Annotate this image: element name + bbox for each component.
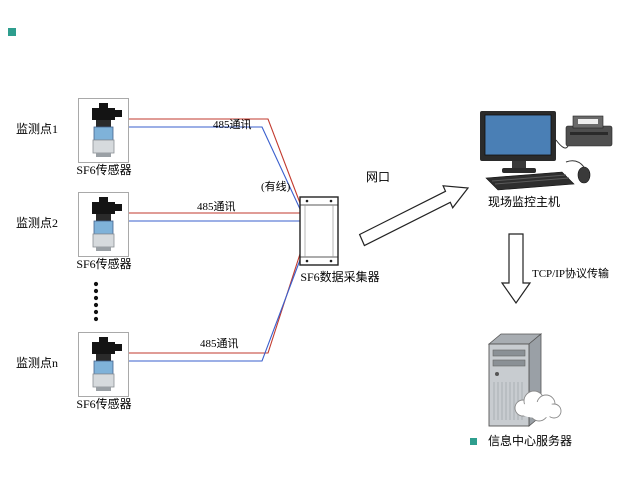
label-sensor-1: SF6传感器 — [76, 163, 132, 177]
collector-body — [299, 196, 339, 266]
label-monitoring-point-n: 监测点n — [16, 356, 59, 370]
sensor-side-connector — [115, 110, 122, 117]
sensor-side-connector — [115, 344, 122, 351]
label-monitoring-point-2: 监测点2 — [16, 216, 59, 230]
sensor-top-nub — [99, 103, 108, 108]
server-drive-bay-1 — [492, 349, 526, 357]
sensor-top-nub — [99, 197, 108, 202]
label-sensor-2: SF6传感器 — [76, 257, 132, 271]
network-cloud — [514, 390, 562, 422]
info-center-server — [487, 333, 562, 427]
sensor-base — [96, 247, 111, 251]
label-info-server: 信息中心服务器 — [487, 434, 572, 448]
sensor-base — [96, 153, 111, 157]
sensor-head — [92, 342, 115, 354]
label-comm-485-1: 485通讯 — [213, 119, 252, 131]
sensor-head — [92, 108, 115, 120]
server-label-mark — [470, 438, 477, 445]
label-comm-485-2: 485通讯 — [197, 201, 236, 213]
mouse-cable — [565, 160, 585, 168]
printer-paper — [578, 119, 598, 124]
label-wired: (有线) — [261, 181, 291, 193]
printer-cable — [555, 139, 569, 149]
corner-mark-top-left — [8, 28, 16, 36]
wire-blue-sensor1 — [128, 126, 301, 210]
monitor-stand — [512, 161, 526, 168]
sensor-side-connector — [115, 204, 122, 211]
label-tcpip: TCP/IP协议传输 — [532, 268, 610, 280]
sensor-body — [92, 233, 115, 248]
sensor-neck — [96, 214, 111, 221]
server-power-button — [495, 372, 499, 376]
sensor-head — [92, 202, 115, 214]
sensor-neck — [96, 354, 111, 361]
sensor-top-nub — [99, 337, 108, 342]
wire-blue-sensorn — [128, 259, 301, 362]
server-drive-bay-2 — [492, 359, 526, 367]
sensor-body — [92, 373, 115, 388]
sensor-blue-band — [93, 126, 114, 141]
sensor-body — [92, 139, 115, 154]
label-comm-485-n: 485通讯 — [200, 338, 239, 350]
printer-slot — [570, 132, 608, 135]
sf6-sensor-device-1 — [78, 98, 129, 163]
printer-body — [565, 125, 613, 147]
monitor-base — [502, 168, 536, 173]
sensor-base — [96, 387, 111, 391]
label-collector: SF6数据采集器 — [300, 270, 380, 284]
sf6-sensor-device-n — [78, 332, 129, 397]
tcpip-arrow — [500, 233, 532, 305]
ellipsis-dots — [93, 281, 99, 322]
wire-red-sensor1 — [128, 118, 301, 204]
monitoring-host-workstation — [480, 111, 613, 191]
label-sensor-n: SF6传感器 — [76, 397, 132, 411]
label-network-port: 网口 — [366, 170, 391, 184]
label-monitoring-point-1: 监测点1 — [16, 122, 59, 136]
label-monitoring-host: 现场监控主机 — [487, 195, 560, 209]
sensor-blue-band — [93, 360, 114, 375]
sensor-neck — [96, 120, 111, 127]
sf6-data-collector-device — [299, 196, 339, 266]
sf6-sensor-device-2 — [78, 192, 129, 257]
mouse — [577, 166, 591, 184]
network-port-arrow — [358, 185, 470, 247]
sensor-blue-band — [93, 220, 114, 235]
monitor-screen — [484, 114, 552, 156]
